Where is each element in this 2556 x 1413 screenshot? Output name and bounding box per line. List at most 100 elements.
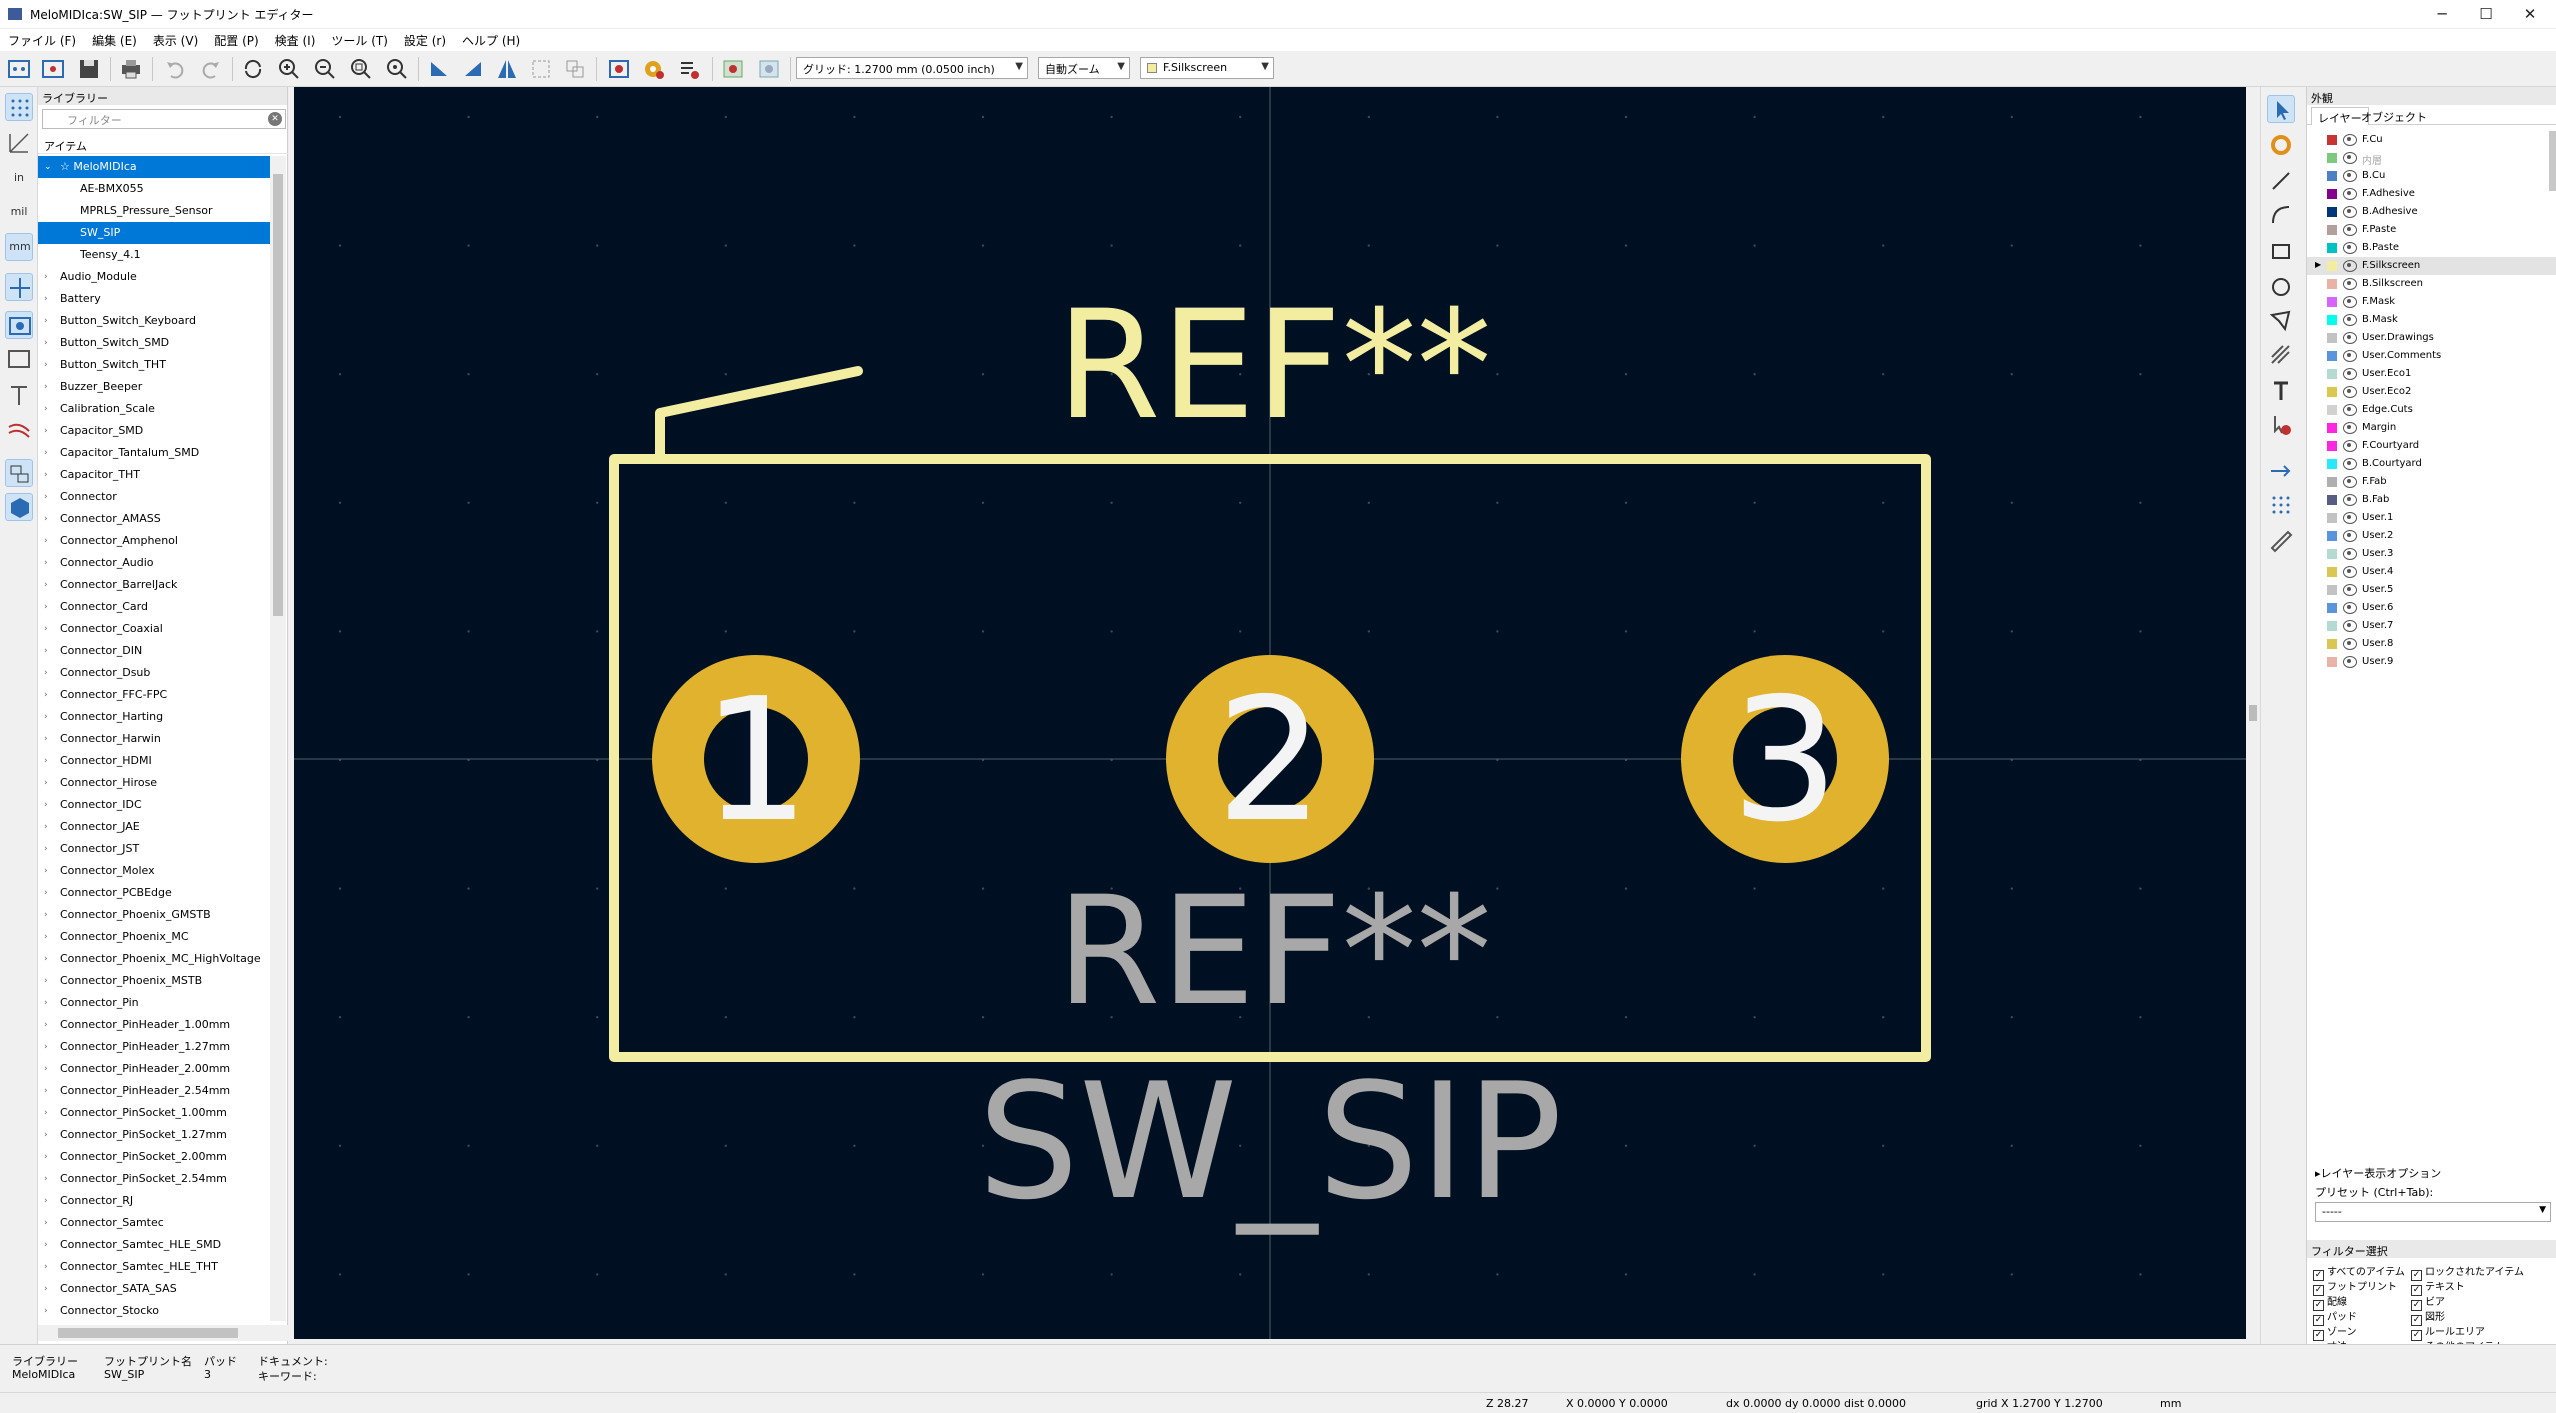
visibility-eye-icon[interactable]: [2343, 530, 2357, 542]
layer-color-swatch[interactable]: [2327, 531, 2337, 541]
layer-row[interactable]: B.Adhesive: [2307, 203, 2556, 221]
column-header-item[interactable]: アイテム: [38, 134, 288, 154]
layer-color-swatch[interactable]: [2327, 603, 2337, 613]
library-tree-item[interactable]: ›Connector_JST: [38, 838, 270, 860]
layer-color-swatch[interactable]: [2327, 297, 2337, 307]
layer-row[interactable]: Margin: [2307, 419, 2556, 437]
rotate-ccw-icon[interactable]: [426, 56, 452, 82]
zoom-selection-icon[interactable]: [384, 56, 410, 82]
visibility-eye-icon[interactable]: [2343, 134, 2357, 146]
selection-filter-checkbox[interactable]: ✓パッド: [2313, 1308, 2357, 1326]
minimize-button[interactable]: ─: [2437, 5, 2447, 23]
draw-circle-icon[interactable]: [2267, 273, 2295, 301]
layer-row[interactable]: User.8: [2307, 635, 2556, 653]
library-tree-item[interactable]: ›Connector_PinSocket_2.54mm: [38, 1168, 270, 1190]
layer-color-swatch[interactable]: [2327, 513, 2337, 523]
grid-select[interactable]: グリッド: 1.2700 mm (0.0500 inch)▼: [796, 57, 1028, 79]
chevron-right-icon[interactable]: ›: [44, 1240, 48, 1250]
visibility-eye-icon[interactable]: [2343, 404, 2357, 416]
chevron-right-icon[interactable]: ›: [44, 1262, 48, 1272]
library-tree-item[interactable]: ›Connector_Phoenix_MSTB: [38, 970, 270, 992]
add-text-icon[interactable]: [2267, 377, 2295, 405]
library-tree-item[interactable]: ›Connector_Harting: [38, 706, 270, 728]
measure-tool-icon[interactable]: [2267, 527, 2295, 555]
layer-color-swatch[interactable]: [2327, 549, 2337, 559]
visibility-eye-icon[interactable]: [2343, 332, 2357, 344]
select-tool-icon[interactable]: [2267, 95, 2295, 123]
layer-row[interactable]: Edge.Cuts: [2307, 401, 2556, 419]
library-tree-item[interactable]: ›Connector_Samtec: [38, 1212, 270, 1234]
layer-display-options[interactable]: ▸レイヤー表示オプション: [2315, 1167, 2442, 1180]
refresh-icon[interactable]: [240, 56, 266, 82]
visibility-eye-icon[interactable]: [2343, 566, 2357, 578]
layer-color-swatch[interactable]: [2327, 387, 2337, 397]
layer-row[interactable]: B.Courtyard: [2307, 455, 2556, 473]
chevron-right-icon[interactable]: ›: [44, 602, 48, 612]
layer-row[interactable]: F.Mask: [2307, 293, 2556, 311]
layer-color-swatch[interactable]: [2327, 315, 2337, 325]
chevron-right-icon[interactable]: ›: [44, 1218, 48, 1228]
layer-color-swatch[interactable]: [2327, 261, 2337, 271]
layers-manager-icon[interactable]: [5, 459, 33, 487]
library-tree-item[interactable]: ›Connector_PinSocket_1.27mm: [38, 1124, 270, 1146]
layer-row[interactable]: B.Fab: [2307, 491, 2556, 509]
visibility-eye-icon[interactable]: [2343, 422, 2357, 434]
library-tree-item[interactable]: ›Connector_PinHeader_1.00mm: [38, 1014, 270, 1036]
selection-filter-checkbox[interactable]: ✓ゾーン: [2313, 1323, 2357, 1341]
library-tree-item[interactable]: ›Button_Switch_Keyboard: [38, 310, 270, 332]
visibility-eye-icon[interactable]: [2343, 278, 2357, 290]
chevron-right-icon[interactable]: ›: [44, 1086, 48, 1096]
draw-polygon-icon[interactable]: [2267, 307, 2295, 335]
grid-origin-icon[interactable]: [2267, 491, 2295, 519]
layer-color-swatch[interactable]: [2327, 639, 2337, 649]
redo-icon[interactable]: [198, 56, 224, 82]
zoom-in-icon[interactable]: [276, 56, 302, 82]
library-tree-item[interactable]: ›Button_Switch_SMD: [38, 332, 270, 354]
close-button[interactable]: ✕: [2523, 5, 2537, 23]
library-tree-item[interactable]: ›Connector_Dsub: [38, 662, 270, 684]
menu-help[interactable]: ヘルプ (H): [462, 34, 521, 48]
zoom-select[interactable]: 自動ズーム▼: [1038, 57, 1130, 79]
checkbox-checked-icon[interactable]: ✓: [2411, 1285, 2422, 1296]
layer-color-swatch[interactable]: [2327, 351, 2337, 361]
draw-line-icon[interactable]: [2267, 167, 2295, 195]
chevron-right-icon[interactable]: ›: [44, 272, 48, 282]
chevron-right-icon[interactable]: ›: [44, 404, 48, 414]
library-tree-item[interactable]: ›Capacitor_Tantalum_SMD: [38, 442, 270, 464]
insert-to-board-icon[interactable]: [756, 56, 782, 82]
chevron-right-icon[interactable]: ›: [44, 426, 48, 436]
chevron-right-icon[interactable]: ›: [44, 1064, 48, 1074]
layer-row[interactable]: B.Paste: [2307, 239, 2556, 257]
set-anchor-icon[interactable]: [2267, 457, 2295, 485]
chevron-right-icon[interactable]: ›: [44, 514, 48, 524]
menu-place[interactable]: 配置 (P): [214, 34, 259, 48]
visibility-eye-icon[interactable]: [2343, 512, 2357, 524]
library-tree-item[interactable]: ›Connector_PinSocket_1.00mm: [38, 1102, 270, 1124]
library-tree-item[interactable]: ›Connector_Hirose: [38, 772, 270, 794]
add-pad-icon[interactable]: [2267, 131, 2295, 159]
ungroup-icon[interactable]: [562, 56, 588, 82]
visibility-eye-icon[interactable]: [2343, 386, 2357, 398]
chevron-right-icon[interactable]: ›: [44, 668, 48, 678]
visibility-eye-icon[interactable]: [2343, 350, 2357, 362]
library-tree-item[interactable]: ›Connector_Phoenix_GMSTB: [38, 904, 270, 926]
chevron-right-icon[interactable]: ›: [44, 1196, 48, 1206]
layer-row[interactable]: User.7: [2307, 617, 2556, 635]
selection-filter-checkbox[interactable]: ✓フットプリント: [2313, 1278, 2397, 1296]
chevron-right-icon[interactable]: ›: [44, 866, 48, 876]
library-tree-item[interactable]: SW_SIP: [38, 222, 270, 244]
visibility-eye-icon[interactable]: [2343, 242, 2357, 254]
appearance-panel-icon[interactable]: [5, 493, 33, 521]
checkbox-checked-icon[interactable]: ✓: [2313, 1330, 2324, 1341]
reference-fab-text[interactable]: REF**: [1056, 865, 1491, 1039]
layer-color-swatch[interactable]: [2327, 423, 2337, 433]
layer-color-swatch[interactable]: [2327, 405, 2337, 415]
layer-row[interactable]: F.Adhesive: [2307, 185, 2556, 203]
layer-row[interactable]: User.4: [2307, 563, 2556, 581]
layer-row[interactable]: B.Silkscreen: [2307, 275, 2556, 293]
visibility-eye-icon[interactable]: [2343, 170, 2357, 182]
checkbox-checked-icon[interactable]: ✓: [2313, 1270, 2324, 1281]
visibility-eye-icon[interactable]: [2343, 152, 2357, 164]
checkbox-checked-icon[interactable]: ✓: [2411, 1315, 2422, 1326]
library-tree-item[interactable]: ›Connector_HDMI: [38, 750, 270, 772]
